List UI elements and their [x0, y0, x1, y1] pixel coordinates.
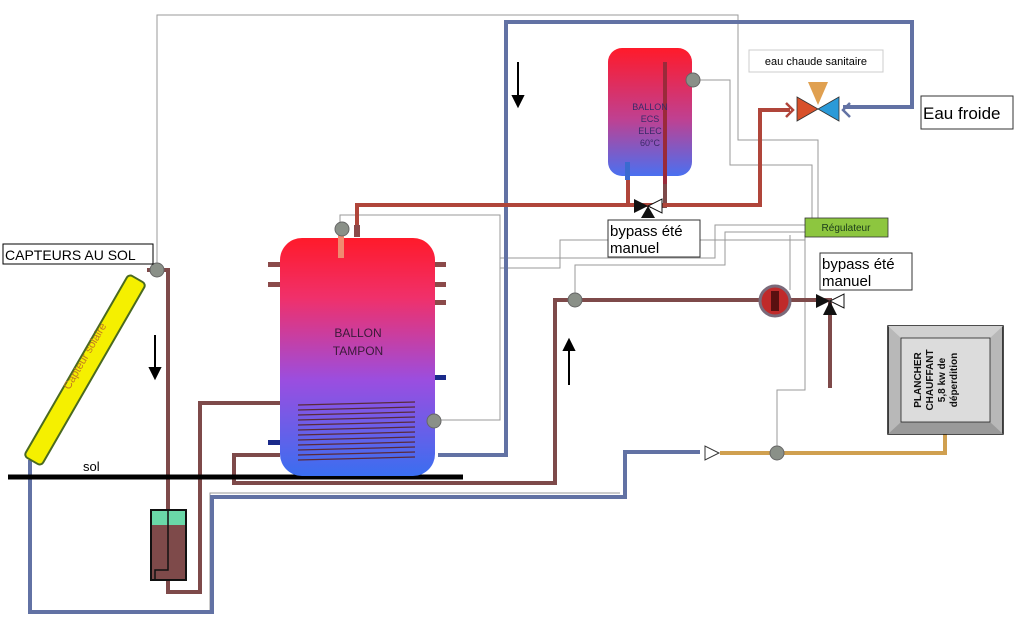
bypass-label-1-line-1: bypass été	[610, 223, 683, 240]
bypass-label-1-box: bypass été manuel	[607, 219, 701, 258]
capteurs-au-sol-label: CAPTEURS AU SOL	[5, 247, 136, 263]
bypass-label-2-line-2: manuel	[822, 273, 871, 290]
ground-exchanger	[150, 509, 187, 581]
buffer-tank: BALLON TAMPON	[268, 225, 446, 476]
temperature-sensors	[149, 72, 785, 461]
eau-chaude-label: eau chaude sanitaire	[765, 56, 867, 68]
regulator-label: Régulateur	[822, 223, 872, 234]
bypass-label-2-box: bypass été manuel	[819, 252, 913, 291]
dhw-label-4: 60°C	[640, 138, 661, 148]
circulator-pump-icon[interactable]	[758, 284, 792, 318]
return-pipes	[147, 60, 832, 594]
floor-label-3: 5,8 kw de	[937, 357, 948, 402]
flow-arrows	[148, 62, 576, 385]
eau-chaude-label-box: eau chaude sanitaire	[748, 49, 884, 73]
floor-label-4: déperdition	[949, 353, 960, 407]
dhw-tank: BALLON ECS ELEC 60°C	[608, 48, 692, 184]
check-valve-icon	[704, 445, 721, 461]
cold-pipes	[28, 20, 914, 614]
buffer-tank-label-1: BALLON	[334, 326, 381, 340]
floor-label-1: PLANCHER	[913, 351, 924, 407]
mixing-valve-icon[interactable]	[785, 82, 851, 122]
buffer-tank-label-2: TAMPON	[333, 344, 383, 358]
bypass-valve-2-icon[interactable]	[816, 293, 845, 315]
eau-froide-label: Eau froide	[923, 104, 1001, 123]
bypass-valve-1-icon[interactable]	[634, 198, 663, 218]
floor-label-2: CHAUFFANT	[925, 349, 936, 410]
dhw-label-3: ELEC	[638, 126, 662, 136]
regulator[interactable]: Régulateur	[804, 217, 889, 238]
bypass-label-1-line-2: manuel	[610, 240, 659, 257]
sensor-wires	[156, 14, 819, 610]
dhw-label-1: BALLON	[632, 102, 668, 112]
solar-collector	[24, 274, 146, 466]
bypass-label-2-line-1: bypass été	[822, 256, 895, 273]
floor-return-pipe	[720, 432, 947, 455]
underfloor-heating: PLANCHER CHAUFFANT 5,8 kw de déperdition	[887, 325, 1004, 435]
ground-label: sol	[83, 459, 100, 474]
hot-pipes	[355, 108, 790, 230]
dhw-label-2: ECS	[641, 114, 660, 124]
capteurs-au-sol-label-box: CAPTEURS AU SOL	[2, 243, 154, 265]
eau-froide-label-box: Eau froide	[920, 95, 1014, 130]
